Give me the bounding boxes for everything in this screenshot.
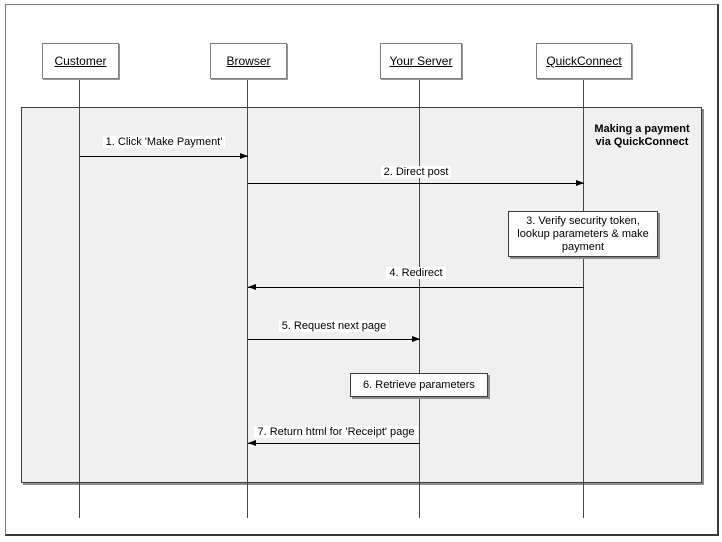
message-1-label: 1. Click 'Make Payment' (80, 136, 248, 148)
lifeline-browser (247, 79, 248, 518)
arrowhead-right-icon (576, 180, 584, 186)
note-6-label: 6. Retrieve parameters (363, 378, 475, 391)
note-3-label: 3. Verify security token, lookup paramet… (517, 214, 649, 253)
message-7-label: 7. Return html for 'Receipt' page (248, 426, 424, 438)
message-5-arrow (248, 336, 420, 342)
lifeline-your-server (419, 79, 420, 518)
message-4-label: 4. Redirect (248, 267, 584, 279)
arrowhead-left-icon (248, 440, 256, 446)
actor-customer: Customer (42, 43, 119, 79)
actor-your-server: Your Server (380, 43, 462, 79)
arrowhead-left-icon (248, 284, 256, 290)
message-1-arrow (80, 153, 248, 159)
message-2-label: 2. Direct post (248, 166, 584, 178)
lifeline-quickconnect (583, 79, 584, 518)
message-4-arrow (248, 284, 584, 290)
actor-quickconnect-label: QuickConnect (546, 54, 622, 68)
note-6: 6. Retrieve parameters (350, 373, 488, 397)
actor-your-server-label: Your Server (389, 54, 453, 68)
diagram-title: Making a payment via QuickConnect (594, 123, 690, 148)
actor-browser: Browser (210, 43, 287, 79)
interaction-frame (21, 107, 702, 483)
actor-browser-label: Browser (226, 54, 271, 68)
arrowhead-right-icon (240, 153, 248, 159)
message-7-arrow (248, 440, 420, 446)
message-5-label: 5. Request next page (248, 320, 420, 332)
actor-customer-label: Customer (54, 54, 107, 68)
message-2-arrow (248, 180, 584, 186)
note-3: 3. Verify security token, lookup paramet… (508, 211, 658, 257)
lifeline-customer (79, 79, 80, 518)
arrowhead-right-icon (412, 336, 420, 342)
actor-quickconnect: QuickConnect (536, 43, 632, 79)
